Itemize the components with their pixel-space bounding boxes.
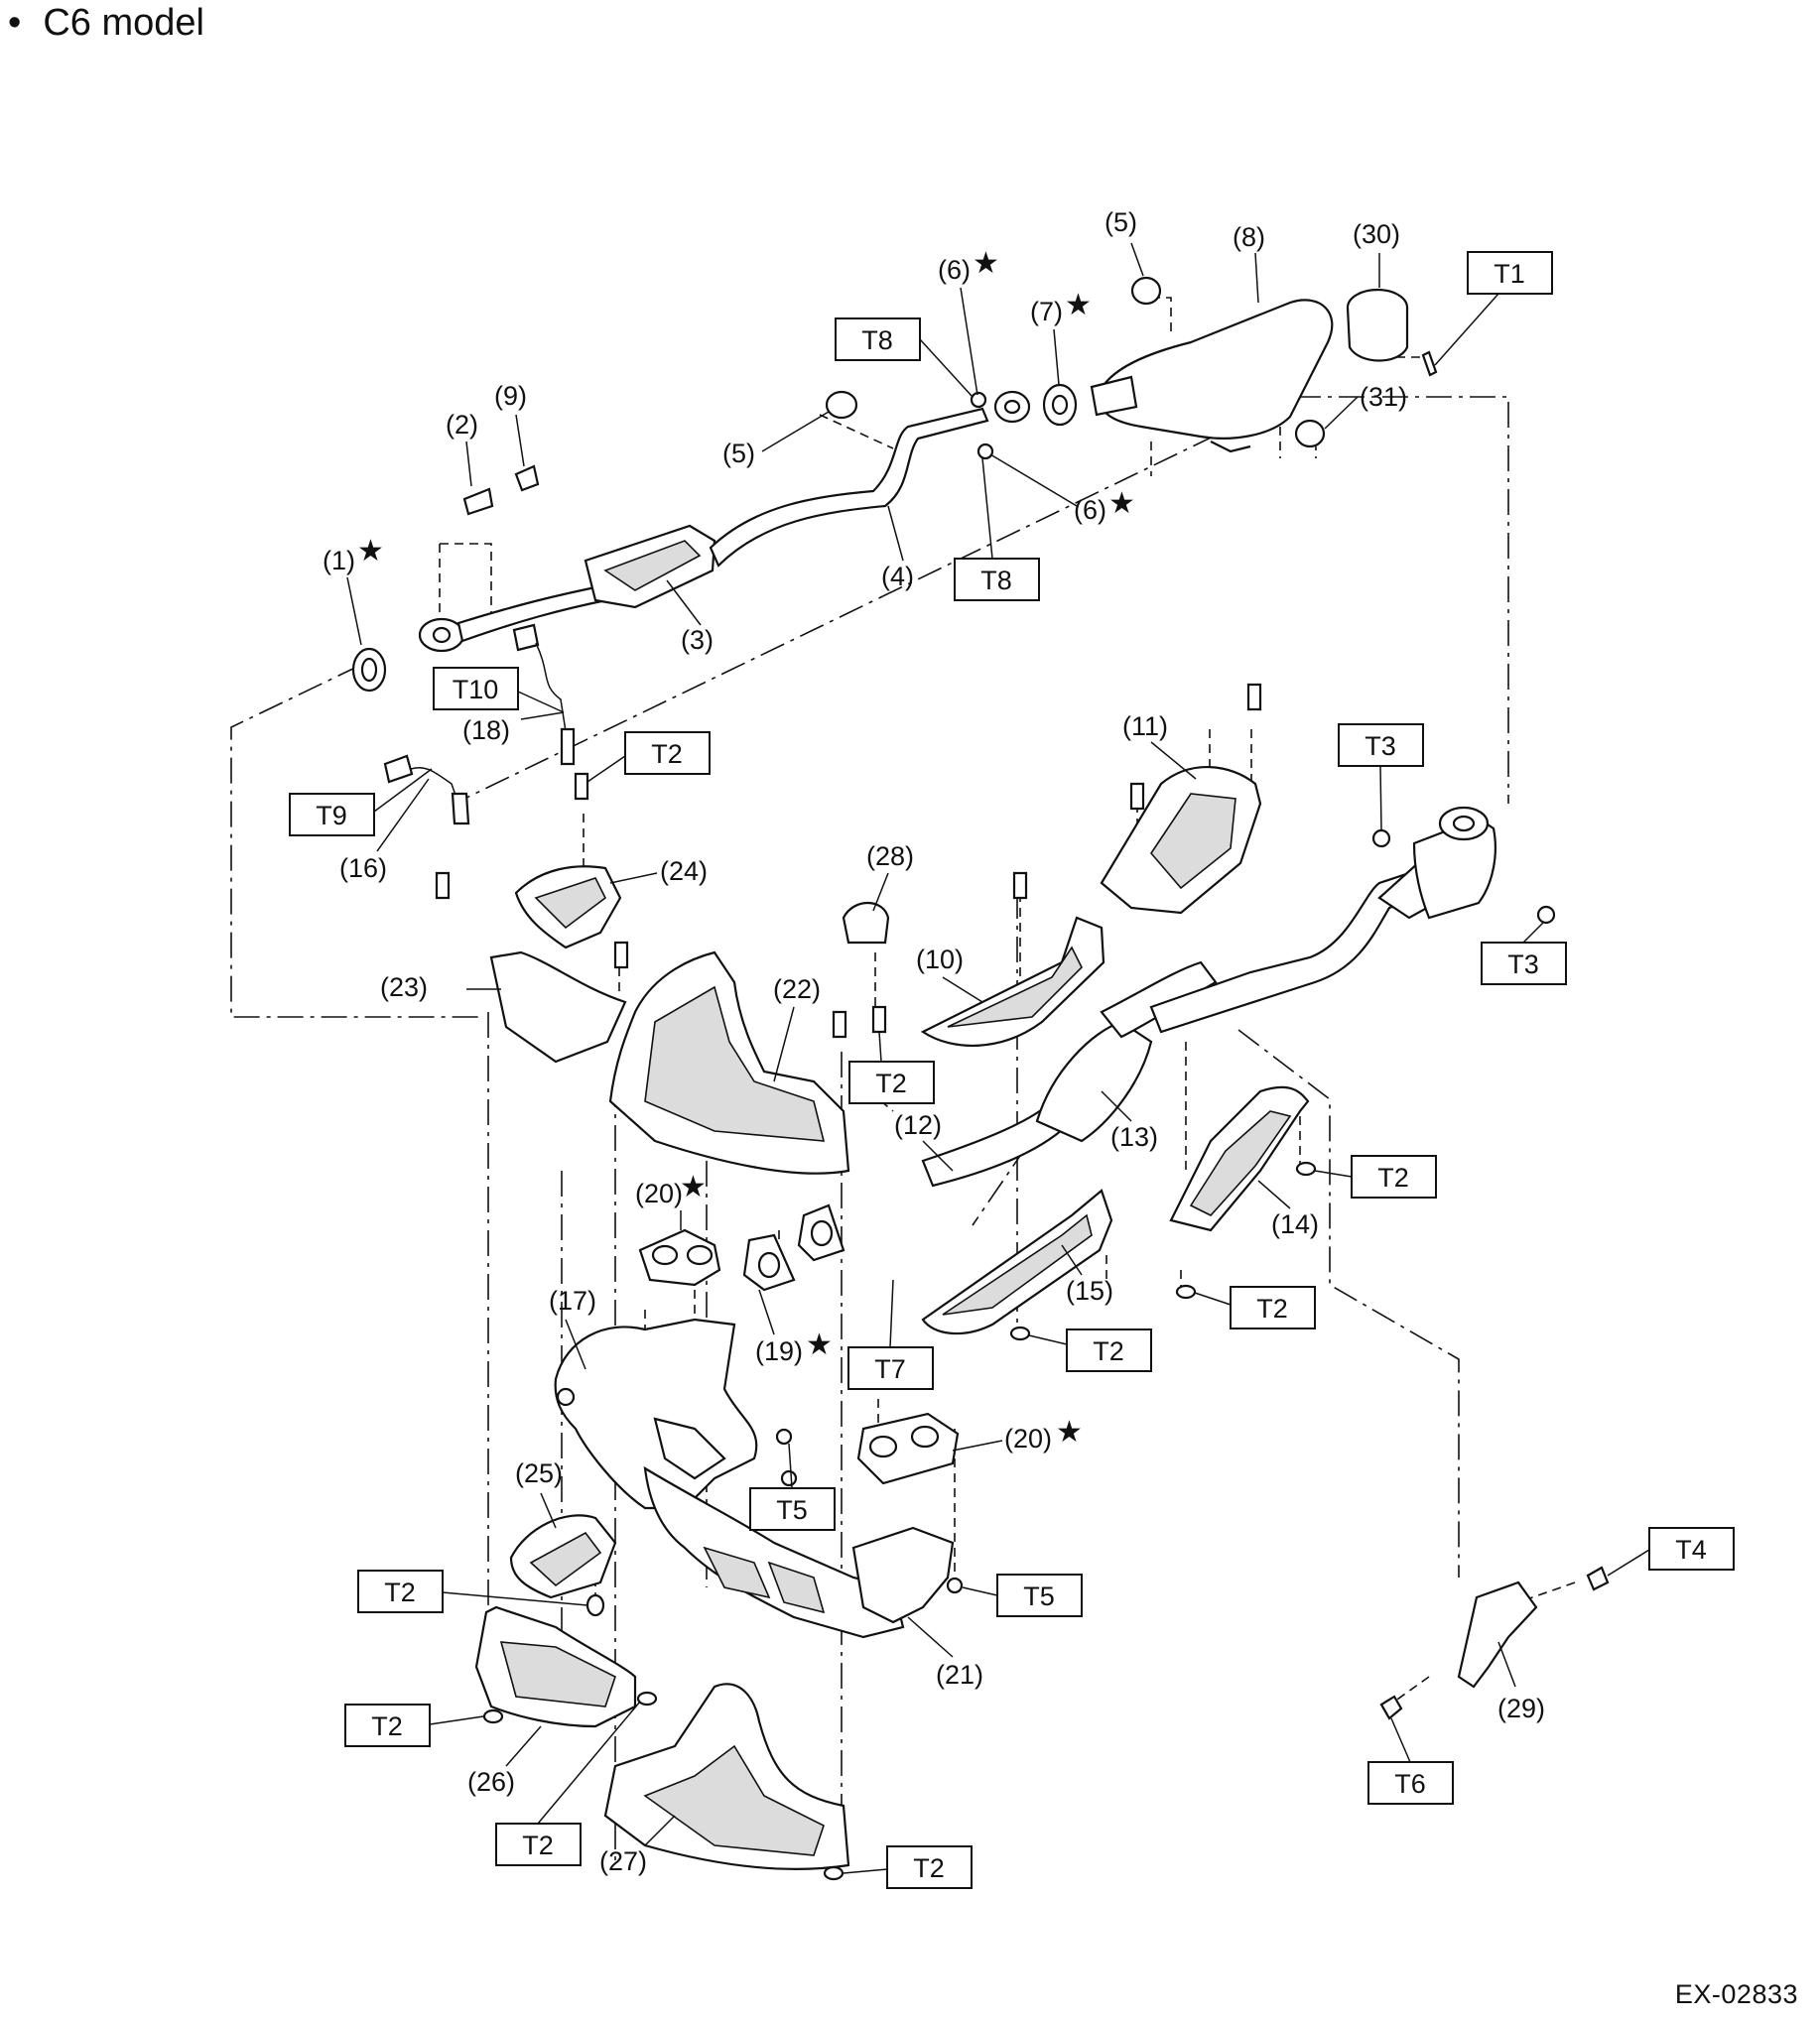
callout-19: (19) bbox=[755, 1336, 803, 1366]
callout-7-star: ★ bbox=[1065, 289, 1092, 321]
callout-27: (27) bbox=[599, 1846, 647, 1876]
callout-24: (24) bbox=[660, 856, 708, 886]
torque-tag-t2-bottom-left: T2 bbox=[495, 1701, 641, 1866]
torque-tag-t6: T6 bbox=[1367, 1717, 1454, 1805]
heading-bullet: • bbox=[8, 2, 22, 44]
callout-9: (9) bbox=[494, 381, 527, 411]
torque-tag-t9: T9 bbox=[289, 768, 433, 836]
front-exhaust-section bbox=[435, 683, 1610, 1881]
callout-25: (25) bbox=[515, 1458, 563, 1488]
svg-text:T2: T2 bbox=[651, 739, 683, 769]
callout-20-upper: (20) bbox=[635, 1179, 683, 1208]
callout-23: (23) bbox=[380, 972, 428, 1002]
torque-tag-t3-lower: T3 bbox=[1481, 922, 1567, 985]
callout-6-upper-star: ★ bbox=[973, 247, 999, 280]
callout-5-right: (5) bbox=[1105, 207, 1137, 237]
svg-text:T6: T6 bbox=[1394, 1769, 1426, 1799]
torque-tag-t5-upper: T5 bbox=[749, 1443, 836, 1531]
svg-text:T9: T9 bbox=[316, 801, 347, 830]
callout-17: (17) bbox=[549, 1286, 596, 1316]
svg-text:T5: T5 bbox=[1023, 1581, 1055, 1611]
svg-text:T10: T10 bbox=[453, 675, 499, 704]
callout-30: (30) bbox=[1353, 219, 1400, 249]
callout-28: (28) bbox=[866, 841, 914, 871]
callout-20-upper-star: ★ bbox=[680, 1171, 707, 1203]
reference-code: EX-02833 bbox=[1674, 1979, 1798, 2009]
torque-tag-t2-center: T2 bbox=[1028, 1328, 1152, 1372]
torque-tag-t1: T1 bbox=[1434, 251, 1553, 366]
svg-text:T2: T2 bbox=[1377, 1163, 1409, 1193]
svg-text:T2: T2 bbox=[522, 1831, 554, 1860]
svg-text:T5: T5 bbox=[776, 1495, 808, 1525]
svg-text:T2: T2 bbox=[875, 1069, 907, 1098]
callout-labels: (1) ★ (2) (3) (4) (5) (5) (6) ★ (6) ★ (7… bbox=[323, 207, 1545, 1876]
callout-21: (21) bbox=[936, 1660, 983, 1690]
callout-5-left: (5) bbox=[722, 439, 755, 468]
callout-16: (16) bbox=[339, 853, 387, 883]
torque-tag-t8-upper: T8 bbox=[835, 317, 974, 398]
svg-text:T8: T8 bbox=[861, 325, 893, 355]
svg-text:T2: T2 bbox=[384, 1578, 416, 1607]
callout-4: (4) bbox=[881, 562, 914, 591]
callout-15: (15) bbox=[1066, 1276, 1113, 1306]
torque-tag-t2-left-upper: T2 bbox=[357, 1570, 588, 1613]
svg-text:T1: T1 bbox=[1494, 259, 1525, 289]
callout-2: (2) bbox=[446, 410, 478, 440]
torque-tag-t2-clamp: T2 bbox=[848, 1031, 935, 1104]
callout-20-lower-star: ★ bbox=[1056, 1416, 1083, 1449]
callout-7: (7) bbox=[1030, 297, 1063, 326]
svg-text:T2: T2 bbox=[913, 1853, 945, 1883]
callout-3: (3) bbox=[681, 625, 714, 655]
torque-tag-t8-lower: T8 bbox=[954, 457, 1040, 601]
callout-31: (31) bbox=[1360, 382, 1407, 412]
rear-exhaust-section bbox=[351, 276, 1438, 693]
callout-19-star: ★ bbox=[806, 1328, 833, 1361]
callout-leaders bbox=[346, 242, 1516, 1846]
callout-8: (8) bbox=[1233, 222, 1265, 252]
callout-6-upper: (6) bbox=[938, 255, 971, 285]
callout-20-lower: (20) bbox=[1004, 1424, 1052, 1454]
callout-1-star: ★ bbox=[357, 535, 384, 568]
heading-text: C6 model bbox=[43, 2, 204, 44]
torque-tag-t10: T10 bbox=[433, 667, 565, 713]
callout-6-lower-star: ★ bbox=[1108, 487, 1135, 520]
oxygen-sensors bbox=[383, 623, 576, 825]
svg-text:T2: T2 bbox=[371, 1711, 403, 1741]
callout-12: (12) bbox=[894, 1110, 942, 1140]
torque-tag-t2-sensor: T2 bbox=[586, 731, 711, 783]
torque-tag-t7: T7 bbox=[847, 1279, 934, 1390]
torque-tag-t2-bottom: T2 bbox=[843, 1845, 973, 1889]
callout-10: (10) bbox=[916, 945, 964, 974]
callout-6-lower: (6) bbox=[1074, 495, 1106, 525]
callout-26: (26) bbox=[467, 1767, 515, 1797]
torque-tag-t3-upper: T3 bbox=[1338, 723, 1424, 830]
svg-text:T7: T7 bbox=[874, 1354, 906, 1384]
svg-text:T3: T3 bbox=[1507, 949, 1539, 979]
callout-14: (14) bbox=[1271, 1209, 1319, 1239]
callout-22: (22) bbox=[773, 974, 821, 1004]
callout-11: (11) bbox=[1122, 711, 1168, 741]
torque-tag-t2-right-upper: T2 bbox=[1314, 1155, 1437, 1199]
svg-text:T2: T2 bbox=[1093, 1336, 1124, 1366]
diagram-heading: • C6 model bbox=[8, 2, 204, 45]
svg-text:T2: T2 bbox=[1256, 1294, 1288, 1324]
callout-13: (13) bbox=[1110, 1122, 1158, 1152]
torque-tag-t2-right-lower: T2 bbox=[1194, 1286, 1316, 1329]
svg-text:T8: T8 bbox=[980, 566, 1012, 595]
torque-tag-t4: T4 bbox=[1607, 1527, 1735, 1577]
svg-text:T3: T3 bbox=[1365, 731, 1396, 761]
torque-tag-t2-left-lower: T2 bbox=[344, 1704, 484, 1747]
callout-29: (29) bbox=[1497, 1694, 1545, 1723]
torque-tag-t5-lower: T5 bbox=[962, 1574, 1083, 1617]
svg-text:T4: T4 bbox=[1675, 1535, 1707, 1565]
alignment-guides bbox=[230, 396, 1509, 1865]
callout-18: (18) bbox=[462, 715, 510, 745]
callout-1: (1) bbox=[323, 546, 355, 575]
torque-tags: T1 T8 T8 T10 T2 T9 T bbox=[289, 251, 1735, 1889]
